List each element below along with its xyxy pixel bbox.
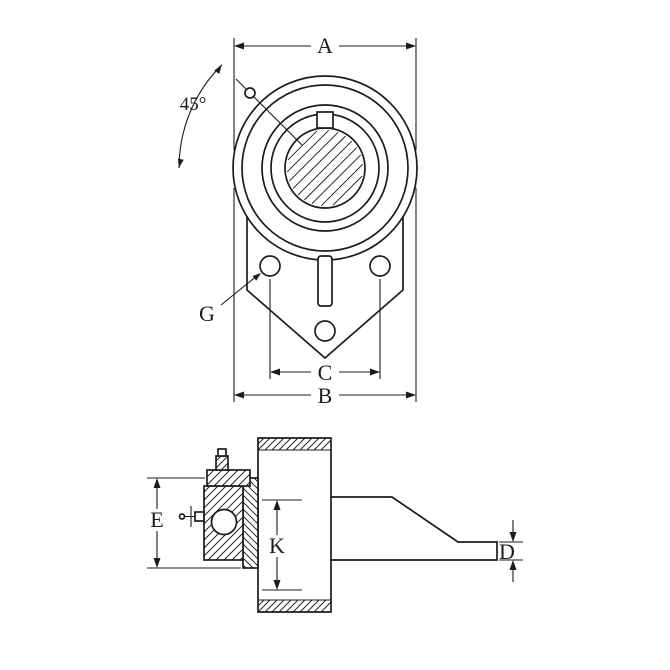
dim-d-extension-lines: [499, 541, 523, 561]
bracket-profile: [330, 496, 498, 561]
lube-slot: [317, 255, 333, 307]
dim-a: A: [233, 33, 417, 150]
bore-section-hatch: [286, 129, 364, 207]
flange-bracket-outline: [246, 216, 404, 360]
dim-c-arrow-right: [370, 368, 380, 376]
bolt-hole-bottom: [314, 320, 336, 342]
grease-fitting-tip: [178, 513, 186, 520]
grease-fitting-body: [184, 506, 195, 527]
flange-plate-hatch: [242, 477, 259, 569]
angle-45-label: 45°: [180, 94, 207, 115]
shaft: [257, 437, 332, 613]
locking-collar-hatch: [206, 469, 251, 487]
grease-fitting-circle: [244, 87, 256, 99]
leader-g-arrow: [252, 273, 261, 281]
leader-g: G: [199, 273, 261, 326]
dim-k: K: [262, 499, 302, 591]
dim-a-arrow-left: [234, 42, 244, 50]
dim-k-reference-lines: [262, 499, 302, 591]
angle-arc: [178, 64, 223, 169]
dim-b-label: B: [318, 383, 333, 408]
dim-d-label: D: [499, 539, 515, 564]
dim-c-arrow-left: [270, 368, 280, 376]
dim-k-label: K: [269, 533, 285, 558]
dim-c-extension-lines: [269, 279, 381, 379]
angle-arc-arrow-bottom: [177, 158, 184, 168]
dim-c: C: [269, 279, 381, 385]
dim-g-label: G: [199, 301, 215, 326]
dim-a-extension-lines: [233, 38, 417, 150]
dim-k-arrow-bottom: [273, 580, 281, 590]
side-view: E K D: [147, 437, 523, 613]
dim-c-label: C: [318, 360, 333, 385]
dim-b-arrow-left: [234, 391, 244, 399]
bearing-ball: [210, 508, 238, 536]
housing-inner-rim-circle: [241, 84, 409, 252]
angle-annotation: 45°: [177, 64, 303, 169]
front-view: A B C G: [177, 33, 418, 408]
dim-e-label: E: [150, 507, 163, 532]
angle-arc-arrow-top: [214, 64, 222, 74]
bolt-hole-left: [259, 255, 281, 277]
leader-g-line: [220, 274, 259, 306]
dim-a-label: A: [317, 33, 333, 58]
dim-k-arrow-top: [273, 500, 281, 510]
shaft-break-hatch-bottom: [257, 599, 332, 613]
dim-b-arrow-right: [406, 391, 416, 399]
dim-d: D: [499, 520, 523, 582]
bearing-outer-race-circle: [261, 104, 389, 232]
keyway-notch: [316, 111, 334, 129]
dim-e: E: [147, 477, 241, 569]
dim-a-arrow-right: [406, 42, 416, 50]
shaft-break-hatch-top: [257, 437, 332, 451]
dim-e-arrow-bottom: [153, 558, 161, 568]
set-screw-cap: [217, 448, 227, 457]
dim-e-arrow-top: [153, 478, 161, 488]
dim-d-arrow-bottom: [509, 560, 517, 570]
dim-b: B: [233, 188, 417, 408]
grease-fitting: [178, 506, 205, 527]
dim-e-extension-lines: [147, 477, 241, 569]
bolt-hole-right: [369, 255, 391, 277]
grease-fitting-stem: [194, 511, 205, 522]
dim-d-arrow-top: [509, 532, 517, 542]
